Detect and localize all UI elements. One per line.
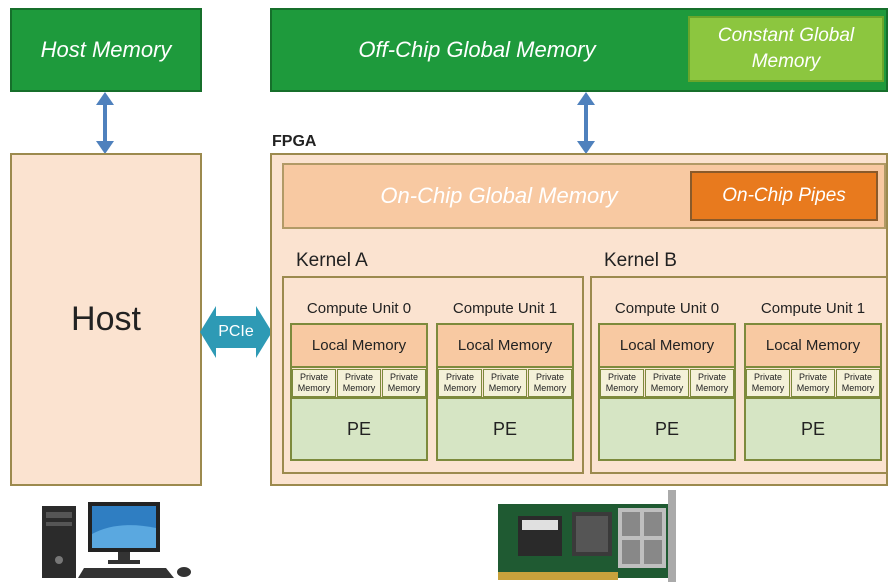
private-memory-label: Private Memory	[387, 372, 421, 393]
kernel-b-compute-unit-1: Local Memory Private Memory Private Memo…	[744, 323, 882, 461]
kernel-a-box	[282, 276, 584, 474]
local-memory-box: Local Memory	[598, 323, 736, 368]
private-memory-box: Private Memory	[645, 369, 689, 397]
kernel-b-cu1-label: Compute Unit 1	[760, 299, 866, 317]
onchip-pipes-box: On-Chip Pipes	[690, 171, 878, 221]
pe-label: PE	[654, 418, 679, 439]
onchip-global-memory-box: On-Chip Global Memory On-Chip Pipes	[282, 163, 886, 229]
private-memory-box: Private Memory	[438, 369, 482, 397]
pcie-label: PCIe	[218, 323, 254, 340]
private-memory-box: Private Memory	[483, 369, 527, 397]
private-memory-label: Private Memory	[297, 372, 331, 393]
kernel-a-cu0-label: Compute Unit 0	[306, 299, 412, 317]
private-memory-label: Private Memory	[443, 372, 477, 393]
kernel-b-compute-unit-0: Local Memory Private Memory Private Memo…	[598, 323, 736, 461]
constant-global-memory-label: Constant Global Memory	[717, 25, 855, 72]
pe-box: PE	[290, 397, 428, 461]
kernel-a-compute-unit-0: Local Memory Private Memory Private Memo…	[290, 323, 428, 461]
pe-box: PE	[598, 397, 736, 461]
private-memory-label: Private Memory	[695, 372, 729, 393]
kernel-b-box	[590, 276, 888, 474]
host-memory-box: Host Memory	[10, 8, 202, 92]
constant-global-memory-box: Constant Global Memory	[688, 16, 884, 82]
local-memory-box: Local Memory	[290, 323, 428, 368]
local-memory-box: Local Memory	[436, 323, 574, 368]
onchip-pipes-label: On-Chip Pipes	[722, 185, 846, 206]
onchip-global-memory-label: On-Chip Global Memory	[380, 183, 618, 208]
fpga-board-icon	[498, 490, 676, 582]
private-memory-label: Private Memory	[488, 372, 522, 393]
host-label: Host	[71, 300, 141, 338]
kernel-a-label: Kernel A	[296, 250, 368, 271]
private-memory-box: Private Memory	[292, 369, 336, 397]
host-memory-label: Host Memory	[40, 37, 172, 62]
private-memory-box: Private Memory	[791, 369, 835, 397]
host-memory-arrow	[96, 92, 114, 154]
desktop-computer-icon	[42, 502, 191, 578]
fpga-label: FPGA	[272, 133, 317, 150]
private-memory-box: Private Memory	[528, 369, 572, 397]
local-memory-label: Local Memory	[765, 337, 861, 354]
private-memory-label: Private Memory	[841, 372, 875, 393]
offchip-global-memory-box: Off-Chip Global Memory Constant Global M…	[270, 8, 888, 92]
local-memory-label: Local Memory	[311, 337, 407, 354]
private-memory-box: Private Memory	[337, 369, 381, 397]
private-memory-box: Private Memory	[836, 369, 880, 397]
private-memory-label: Private Memory	[650, 372, 684, 393]
kernel-a-compute-unit-1: Local Memory Private Memory Private Memo…	[436, 323, 574, 461]
pe-label: PE	[492, 418, 517, 439]
private-memory-label: Private Memory	[533, 372, 567, 393]
local-memory-label: Local Memory	[619, 337, 715, 354]
kernel-b-cu0-label: Compute Unit 0	[614, 299, 720, 317]
host-box: Host	[10, 153, 202, 486]
pe-box: PE	[436, 397, 574, 461]
local-memory-box: Local Memory	[744, 323, 882, 368]
pe-label: PE	[800, 418, 825, 439]
private-memory-box: Private Memory	[382, 369, 426, 397]
private-memory-label: Private Memory	[751, 372, 785, 393]
pe-label: PE	[346, 418, 371, 439]
private-memory-label: Private Memory	[605, 372, 639, 393]
private-memory-label: Private Memory	[342, 372, 376, 393]
global-memory-arrow	[577, 92, 595, 154]
kernel-a-cu1-label: Compute Unit 1	[452, 299, 558, 317]
pe-box: PE	[744, 397, 882, 461]
local-memory-label: Local Memory	[457, 337, 553, 354]
kernel-b-label: Kernel B	[604, 250, 677, 271]
offchip-global-memory-label: Off-Chip Global Memory	[358, 37, 596, 62]
private-memory-box: Private Memory	[746, 369, 790, 397]
private-memory-box: Private Memory	[600, 369, 644, 397]
private-memory-label: Private Memory	[796, 372, 830, 393]
pcie-arrow	[200, 306, 272, 358]
private-memory-box: Private Memory	[690, 369, 734, 397]
